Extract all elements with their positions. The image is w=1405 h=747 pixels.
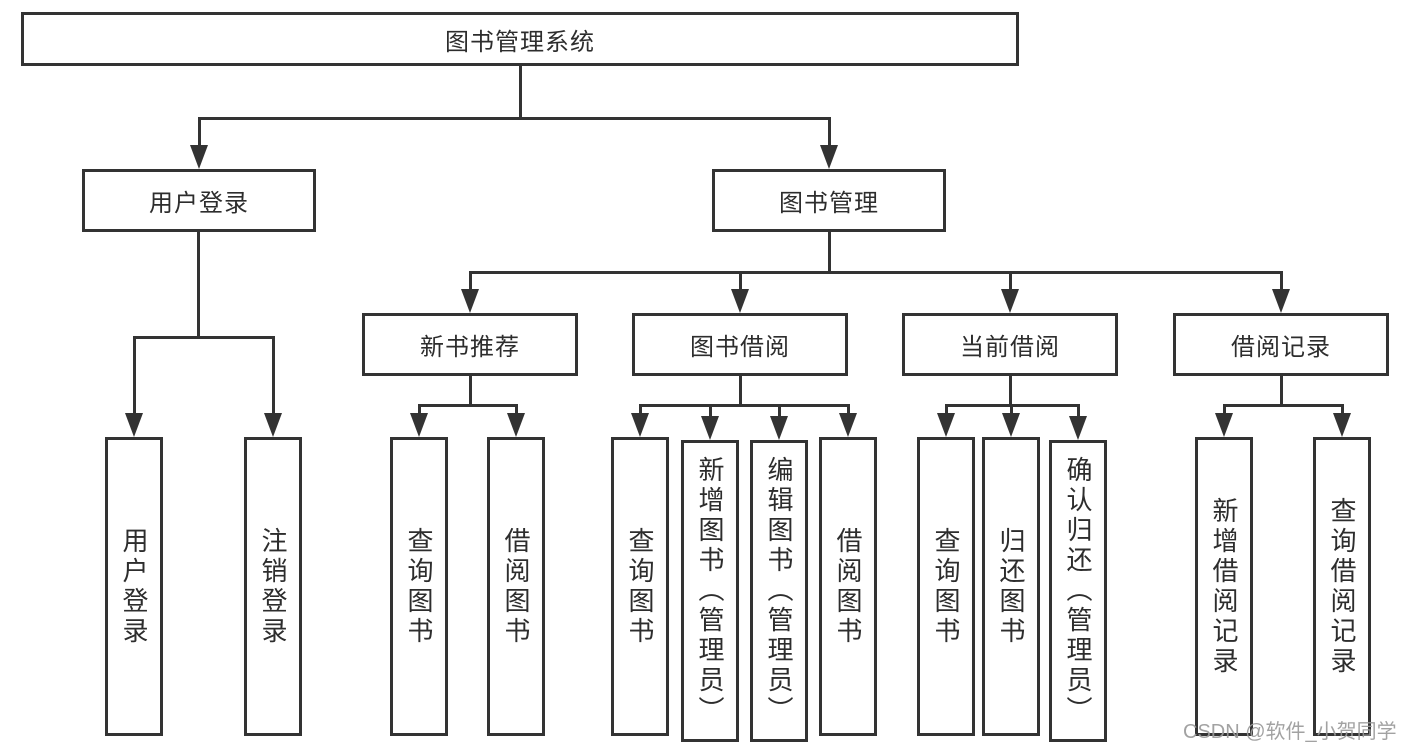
leaf-query-books-3: 查询图书 [917, 437, 975, 736]
connector-user-login-drop-1 [133, 336, 136, 416]
arrow-down-icon [125, 413, 143, 437]
connector-book-mgmt-drop-3 [1009, 271, 1012, 292]
node-user-login-label: 用户登录 [149, 190, 249, 217]
arrow-down-icon [190, 145, 208, 169]
connector-book-mgmt-drop-2 [739, 271, 742, 292]
leaf-confirm-return-admin: 确认归还（管理员） [1049, 440, 1107, 742]
connector-root-drop-left [198, 117, 201, 148]
leaf-query-books-3-label: 查询图书 [931, 526, 961, 647]
arrow-down-icon [701, 416, 719, 440]
arrow-down-icon [507, 413, 525, 437]
connector-newbook-drop-2 [515, 404, 518, 416]
arrow-down-icon [820, 145, 838, 169]
arrow-down-icon [1333, 413, 1351, 437]
connector-user-login-stem [197, 232, 200, 338]
node-current-borrowing-label: 当前借阅 [960, 334, 1060, 361]
connector-current-drop-2 [1010, 404, 1013, 416]
connector-borrowing-drop-1 [639, 404, 642, 416]
leaf-add-books-admin-label: 新增图书（管理员） [695, 456, 725, 726]
leaf-borrow-books-1: 借阅图书 [487, 437, 545, 736]
arrow-down-icon [631, 413, 649, 437]
leaf-borrow-books-2: 借阅图书 [819, 437, 877, 736]
connector-current-drop-1 [945, 404, 948, 416]
connector-records-drop-1 [1223, 404, 1226, 416]
arrow-down-icon [1001, 289, 1019, 313]
connector-user-login-drop-2 [272, 336, 275, 416]
node-user-login: 用户登录 [82, 169, 316, 232]
connector-records-bar [1223, 404, 1344, 407]
leaf-logout: 注销登录 [244, 437, 302, 736]
node-current-borrowing: 当前借阅 [902, 313, 1118, 376]
leaf-edit-books-admin-label: 编辑图书（管理员） [764, 456, 794, 726]
leaf-return-books: 归还图书 [982, 437, 1040, 736]
leaf-query-books-1: 查询图书 [390, 437, 448, 736]
connector-borrowing-bar [639, 404, 850, 407]
leaf-query-books-2: 查询图书 [611, 437, 669, 736]
leaf-borrow-books-2-label: 借阅图书 [833, 526, 863, 647]
leaf-edit-books-admin: 编辑图书（管理员） [750, 440, 808, 742]
connector-book-mgmt-stem [828, 232, 831, 273]
connector-user-login-bar [133, 336, 275, 339]
arrow-down-icon [1069, 416, 1087, 440]
leaf-confirm-return-admin-label: 确认归还（管理员） [1063, 456, 1093, 726]
arrow-down-icon [461, 289, 479, 313]
connector-borrowing-drop-2 [709, 404, 712, 418]
connector-book-mgmt-drop-4 [1280, 271, 1283, 292]
arrow-down-icon [1272, 289, 1290, 313]
leaf-add-borrow-record: 新增借阅记录 [1195, 437, 1253, 736]
leaf-user-login-label: 用户登录 [119, 526, 149, 647]
connector-newbook-stem [469, 376, 472, 406]
node-new-book-recommend-label: 新书推荐 [420, 334, 520, 361]
connector-borrowing-drop-4 [847, 404, 850, 416]
connector-current-drop-3 [1077, 404, 1080, 418]
connector-newbook-drop-1 [418, 404, 421, 416]
arrow-down-icon [1215, 413, 1233, 437]
arrow-down-icon [1002, 413, 1020, 437]
connector-root-stem [519, 66, 522, 119]
arrow-down-icon [264, 413, 282, 437]
connector-book-mgmt-drop-1 [469, 271, 472, 292]
node-borrowing-records-label: 借阅记录 [1231, 334, 1331, 361]
leaf-query-borrow-record-label: 查询借阅记录 [1327, 496, 1357, 677]
arrow-down-icon [731, 289, 749, 313]
connector-borrowing-drop-3 [778, 404, 781, 418]
arrow-down-icon [839, 413, 857, 437]
connector-borrowing-stem [739, 376, 742, 406]
connector-records-drop-2 [1341, 404, 1344, 416]
node-book-borrowing-label: 图书借阅 [690, 334, 790, 361]
node-book-management: 图书管理 [712, 169, 946, 232]
leaf-add-borrow-record-label: 新增借阅记录 [1209, 496, 1239, 677]
leaf-logout-label: 注销登录 [258, 526, 288, 647]
csdn-watermark: CSDN @软件_小贺同学 [1183, 721, 1397, 743]
leaf-add-books-admin: 新增图书（管理员） [681, 440, 739, 742]
connector-root-drop-right [828, 117, 831, 148]
connector-current-stem [1009, 376, 1012, 406]
node-new-book-recommend: 新书推荐 [362, 313, 578, 376]
node-root: 图书管理系统 [21, 12, 1019, 66]
node-book-management-label: 图书管理 [779, 190, 879, 217]
leaf-borrow-books-1-label: 借阅图书 [501, 526, 531, 647]
leaf-query-books-1-label: 查询图书 [404, 526, 434, 647]
leaf-user-login: 用户登录 [105, 437, 163, 736]
arrow-down-icon [410, 413, 428, 437]
node-root-label: 图书管理系统 [445, 28, 595, 56]
leaf-return-books-label: 归还图书 [996, 526, 1026, 647]
connector-newbook-bar [418, 404, 518, 407]
leaf-query-borrow-record: 查询借阅记录 [1313, 437, 1371, 736]
arrow-down-icon [770, 416, 788, 440]
connector-book-mgmt-bar [469, 271, 1283, 274]
leaf-query-books-2-label: 查询图书 [625, 526, 655, 647]
node-book-borrowing: 图书借阅 [632, 313, 848, 376]
connector-records-stem [1280, 376, 1283, 406]
connector-root-bar [198, 117, 831, 120]
node-borrowing-records: 借阅记录 [1173, 313, 1389, 376]
arrow-down-icon [937, 413, 955, 437]
